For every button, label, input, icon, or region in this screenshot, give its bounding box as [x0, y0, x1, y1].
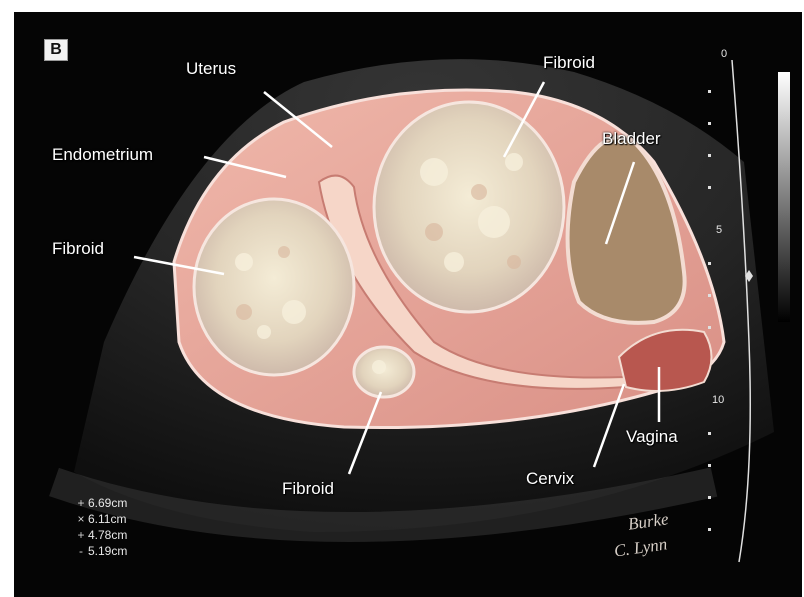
label-vagina: Vagina [626, 428, 678, 446]
measurement-row: +4.78cm [74, 528, 127, 543]
label-cervix: Cervix [526, 470, 574, 488]
ultrasound-figure: B Uterus Endometrium Fibroid Fibroid Bla… [14, 12, 802, 597]
measurement-value: 6.11cm [88, 512, 126, 526]
measurement-symbol: - [74, 544, 88, 559]
label-fibroid-left: Fibroid [52, 240, 104, 258]
panel-label: B [44, 39, 68, 61]
depth-label-mid: 5 [716, 224, 722, 236]
fibroid-left [194, 199, 354, 375]
measurement-value: 4.78cm [88, 528, 127, 542]
label-fibroid-top: Fibroid [543, 54, 595, 72]
fibroid-bottom [354, 347, 414, 397]
measurement-row: -5.19cm [74, 544, 127, 559]
grayscale-bar [778, 72, 790, 322]
measurement-row: +6.69cm [74, 496, 127, 511]
measurement-row: ×6.11cm [74, 512, 126, 527]
measurement-symbol: × [74, 512, 88, 527]
label-fibroid-bottom: Fibroid [282, 480, 334, 498]
label-uterus: Uterus [186, 60, 236, 78]
measurement-value: 5.19cm [88, 544, 127, 558]
depth-label-bottom: 10 [712, 394, 724, 406]
label-endometrium: Endometrium [52, 146, 153, 164]
measurement-value: 6.69cm [88, 496, 127, 510]
fibroid-top [374, 102, 564, 312]
ultrasound-illustration [14, 12, 802, 597]
depth-label-top: 0 [721, 48, 727, 60]
label-bladder: Bladder [602, 130, 661, 148]
measurement-symbol: + [74, 496, 88, 511]
measurement-symbol: + [74, 528, 88, 543]
